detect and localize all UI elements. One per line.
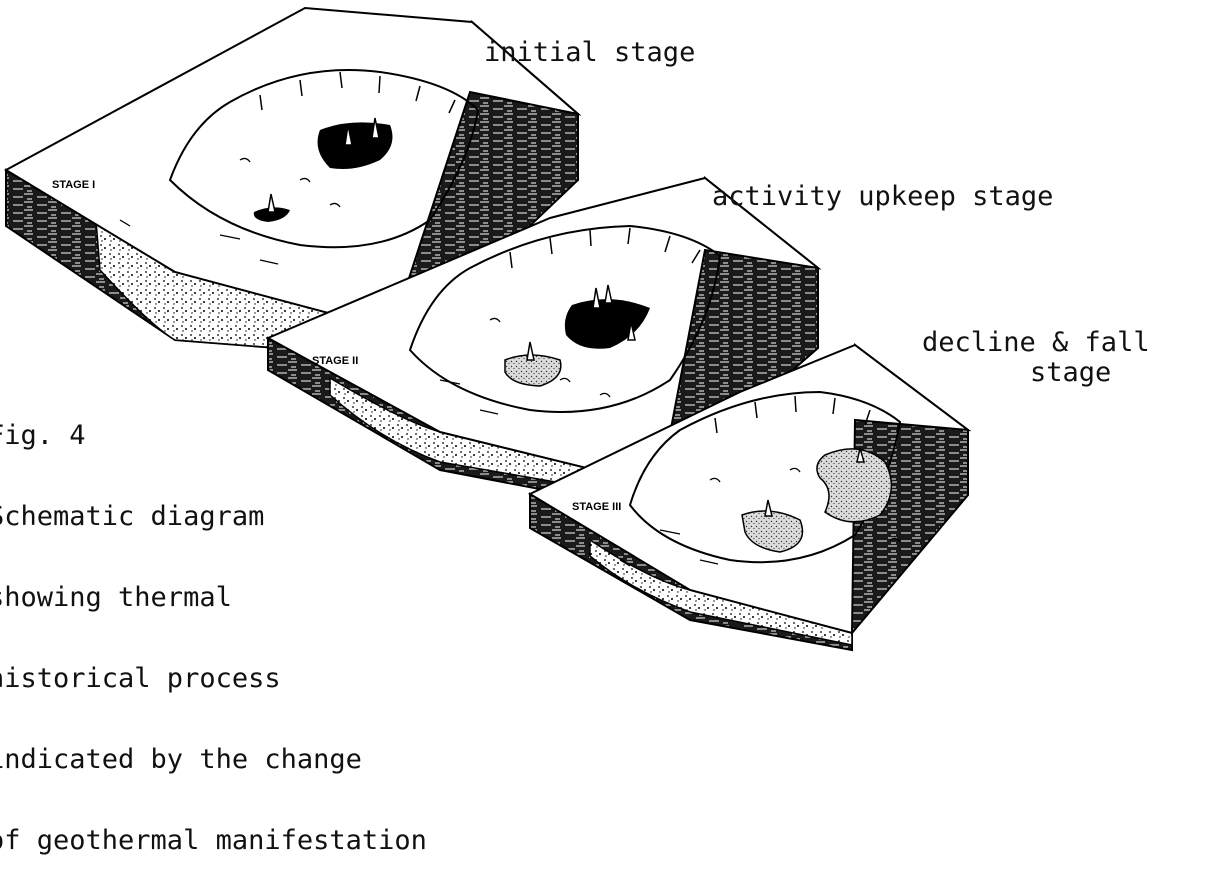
label-activity-upkeep-stage: activity upkeep stage xyxy=(712,182,1053,212)
figure-caption: Fig. 4 Schematic diagram showing thermal… xyxy=(0,368,427,881)
caption-line: showing thermal xyxy=(0,584,427,611)
label-decline-fall-stage-line1: decline & fall xyxy=(922,328,1150,358)
block3-stage-tag: STAGE III xyxy=(572,501,621,513)
caption-line: of geothermal manifestation xyxy=(0,827,427,854)
block2-stage-tag: STAGE II xyxy=(312,355,358,367)
label-decline-fall-stage-line2: stage xyxy=(1030,358,1111,388)
block1-stage-tag: STAGE I xyxy=(52,179,95,191)
caption-line: historical process xyxy=(0,665,427,692)
label-initial-stage: initial stage xyxy=(484,38,695,68)
caption-line: Fig. 4 xyxy=(0,422,427,449)
block3-sinter-large xyxy=(817,449,891,522)
caption-line: indicated by the change xyxy=(0,746,427,773)
caption-line: Schematic diagram xyxy=(0,503,427,530)
